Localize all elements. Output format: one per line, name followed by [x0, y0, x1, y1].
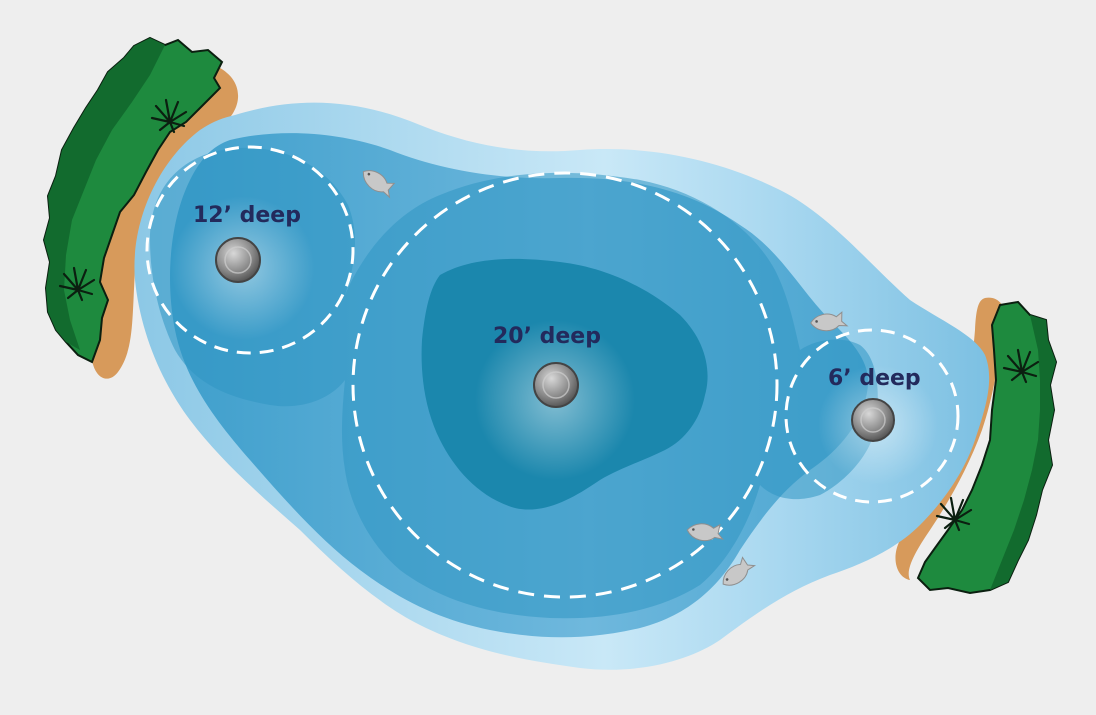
aeration-zone-12: 12’ deep [145, 145, 355, 355]
zone-label: 6’ deep [828, 366, 921, 391]
zone-boundary [784, 328, 960, 504]
right-grass-shadow [990, 315, 1056, 590]
zone-boundary [351, 171, 779, 599]
aeration-zone-20: 20’ deep [351, 171, 779, 599]
aerator-diffuser-icon [851, 398, 895, 442]
aerator-diffuser-icon [533, 362, 579, 408]
aeration-zone-6: 6’ deep [784, 328, 960, 504]
left-grass-shadow [44, 38, 165, 350]
zone-label: 12’ deep [193, 203, 301, 228]
zone-label: 20’ deep [493, 324, 601, 349]
zone-boundary [145, 145, 355, 355]
aerator-diffuser-icon [215, 237, 261, 283]
